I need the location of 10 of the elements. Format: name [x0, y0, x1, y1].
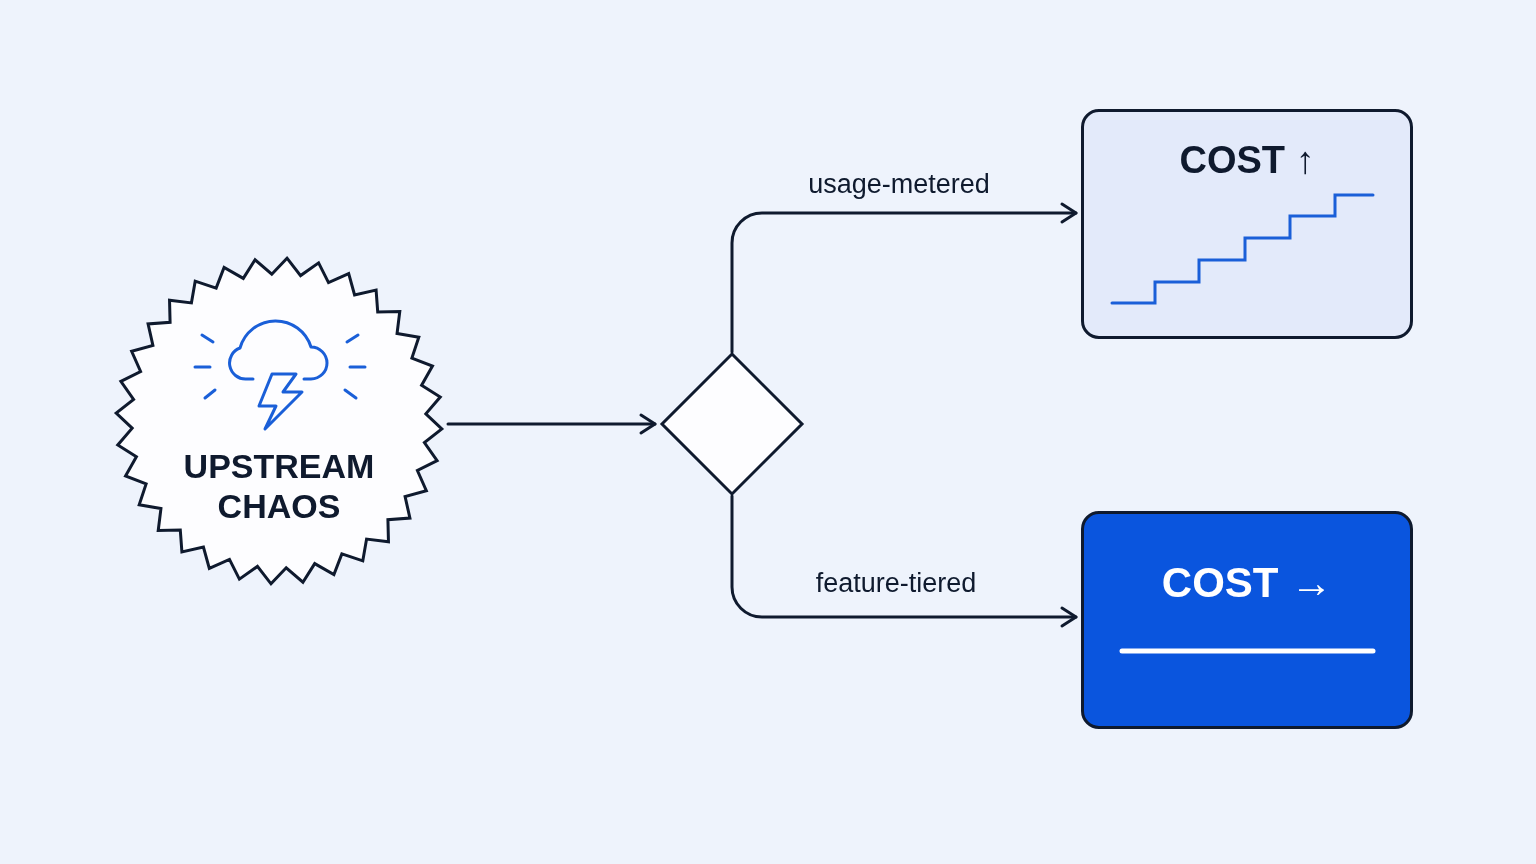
- cost-card: [1081, 511, 1413, 729]
- card-title: COST →: [1161, 559, 1333, 607]
- arrow: [446, 413, 657, 435]
- arrow: [730, 494, 1078, 628]
- card-title: COST ↑: [1179, 138, 1315, 182]
- decision-diamond: [660, 352, 804, 496]
- starburst-label: UPSTREAM CHAOS: [183, 446, 375, 526]
- starburst-shape: [114, 256, 444, 586]
- cost-card: [1081, 109, 1413, 339]
- arrow: [730, 202, 1078, 354]
